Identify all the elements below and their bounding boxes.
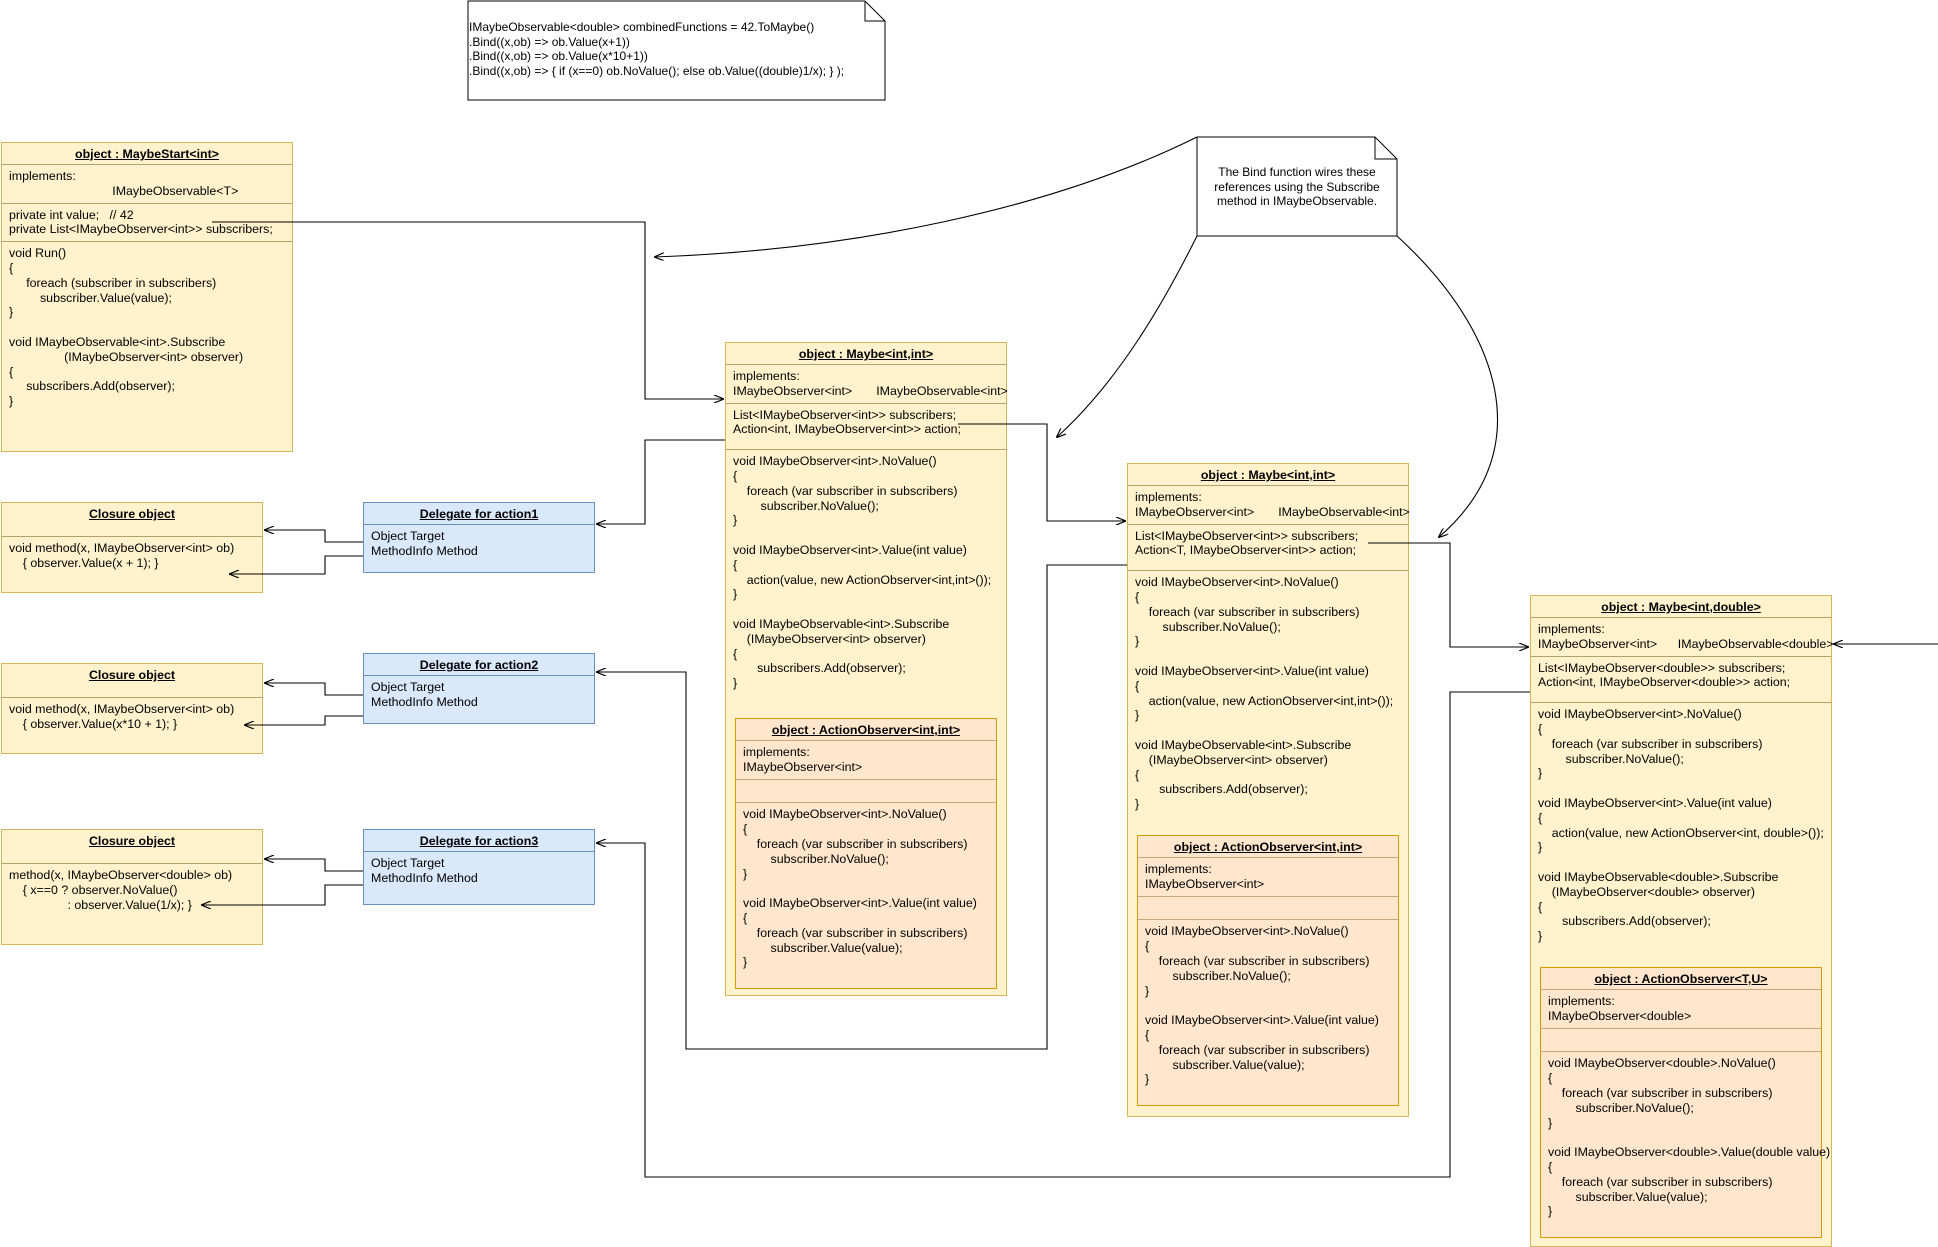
target-edge-delegate2	[265, 683, 363, 696]
maybe-3-methods: void IMaybeObserver<int>.NoValue() { for…	[1538, 707, 1824, 944]
closure-2-body: void method(x, IMaybeObserver<int> ob) {…	[9, 702, 235, 731]
separator	[1531, 655, 1831, 657]
maybe-2-title: object : Maybe<int,int>	[1200, 468, 1336, 482]
bind-note-shape	[1196, 136, 1398, 237]
subscriber-edge-maybe1-to-maybe2	[958, 423, 1125, 521]
action-observer-3-methods: void IMaybeObserver<double>.NoValue() { …	[1548, 1056, 1831, 1219]
separator	[736, 740, 996, 741]
maybe-int-double-object[interactable]: object : Maybe<int,double> implements: I…	[1530, 595, 1834, 1247]
action-observer-2-methods: void IMaybeObserver<int>.NoValue() { for…	[1145, 924, 1379, 1087]
delegate-action2[interactable]: Delegate for action2 Object Target Metho…	[363, 653, 595, 724]
subscriber-edge-maybe2-to-maybe3	[1368, 542, 1528, 647]
closure-3-title: Closure object	[88, 834, 176, 848]
separator	[364, 851, 594, 852]
bind-note-text: The Bind function wires these references…	[1214, 165, 1380, 209]
action-observer-2[interactable]: object : ActionObserver<int,int> impleme…	[1137, 835, 1399, 1106]
separator	[726, 449, 1006, 451]
closure-1-body: void method(x, IMaybeObserver<int> ob) {…	[9, 541, 235, 570]
closure-1-title: Closure object	[88, 507, 176, 521]
separator	[2, 164, 292, 165]
code-note-text: IMaybeObservable<double> combinedFunctio…	[469, 20, 845, 78]
maybe-int-int-object-2[interactable]: object : Maybe<int,int> implements: IMay…	[1127, 463, 1410, 1117]
separator	[364, 524, 594, 525]
separator	[1541, 1051, 1821, 1053]
separator	[1541, 989, 1821, 990]
action-observer-3-implements: implements: IMaybeObserver<double>	[1548, 994, 1692, 1023]
maybe-1-fields: List<IMaybeObserver<int>> subscribers; A…	[733, 407, 961, 437]
maybe-1-implements: implements: IMaybeObserver<int> IMaybeOb…	[733, 369, 1008, 398]
separator	[1138, 919, 1398, 921]
maybe-2-implements: implements: IMaybeObserver<int> IMaybeOb…	[1135, 490, 1410, 519]
maybe-2-fields: List<IMaybeObserver<int>> subscribers; A…	[1135, 528, 1359, 558]
note-curve-to-start	[655, 136, 1198, 257]
separator	[1531, 702, 1831, 704]
action-observer-1-implements: implements: IMaybeObserver<int>	[743, 745, 863, 774]
delegate-1-title: Delegate for action1	[419, 507, 539, 521]
separator	[1531, 617, 1831, 618]
separator	[1128, 570, 1408, 572]
separator	[2, 863, 262, 864]
note-curve-to-maybe2	[1396, 235, 1499, 537]
maybe-3-title: object : Maybe<int,double>	[1601, 600, 1761, 614]
delegate-3-title: Delegate for action3	[419, 834, 539, 848]
separator	[726, 364, 1006, 365]
separator	[2, 241, 292, 243]
closure-object-1[interactable]: Closure object void method(x, IMaybeObse…	[1, 502, 263, 593]
delegate-2-title: Delegate for action2	[419, 658, 539, 672]
separator	[1138, 895, 1398, 897]
delegate-action1[interactable]: Delegate for action1 Object Target Metho…	[363, 502, 595, 573]
maybe-2-methods: void IMaybeObserver<int>.NoValue() { for…	[1135, 575, 1394, 812]
method-edge-delegate3	[202, 884, 363, 905]
separator	[364, 675, 594, 676]
maybe-1-methods: void IMaybeObserver<int>.NoValue() { for…	[733, 454, 992, 691]
action-observer-2-implements: implements: IMaybeObserver<int>	[1145, 862, 1265, 891]
target-edge-delegate3	[265, 859, 363, 872]
maybe-start-object[interactable]: object : MaybeStart<int> implements: IMa…	[1, 142, 293, 452]
maybe-1-title: object : Maybe<int,int>	[798, 347, 934, 361]
maybe-3-fields: List<IMaybeObserver<double>> subscribers…	[1538, 660, 1791, 690]
separator	[736, 802, 996, 804]
separator	[2, 536, 262, 537]
target-edge-delegate1	[265, 530, 363, 543]
maybe-start-title: object : MaybeStart<int>	[75, 147, 219, 161]
action-edge-maybe3-delegate3	[597, 691, 1530, 1178]
action-observer-3[interactable]: object : ActionObserver<T,U> implements:…	[1540, 967, 1831, 1238]
separator	[1128, 485, 1408, 486]
delegate-3-body: Object Target MethodInfo Method	[371, 856, 478, 885]
delegate-2-body: Object Target MethodInfo Method	[371, 680, 478, 709]
separator	[1138, 857, 1398, 858]
action-edge-maybe1-delegate1	[597, 439, 725, 524]
separator	[2, 697, 262, 698]
closure-2-title: Closure object	[88, 668, 176, 682]
separator	[2, 202, 292, 204]
delegate-action3[interactable]: Delegate for action3 Object Target Metho…	[363, 829, 595, 905]
action-observer-1-title: object : ActionObserver<int,int>	[771, 723, 961, 737]
separator	[1128, 523, 1408, 525]
action-edge-maybe2-delegate2	[597, 564, 1127, 1050]
closure-object-2[interactable]: Closure object void method(x, IMaybeObse…	[1, 663, 263, 754]
code-note-shape	[467, 0, 886, 101]
method-edge-delegate2	[245, 715, 363, 725]
separator	[726, 402, 1006, 404]
method-edge-delegate1	[230, 555, 363, 574]
maybe-int-int-object-1[interactable]: object : Maybe<int,int> implements: IMay…	[725, 342, 1008, 996]
closure-3-body: method(x, IMaybeObserver<double> ob) { x…	[9, 868, 233, 912]
note-curve-to-maybe1	[1057, 235, 1198, 437]
delegate-1-body: Object Target MethodInfo Method	[371, 529, 478, 558]
maybe-3-implements: implements: IMaybeObserver<int> IMaybeOb…	[1538, 622, 1834, 651]
maybe-start-fields: private int value; // 42 private List<IM…	[9, 207, 273, 237]
action-observer-3-title: object : ActionObserver<T,U>	[1594, 972, 1768, 986]
action-observer-2-title: object : ActionObserver<int,int>	[1173, 840, 1363, 854]
closure-object-3[interactable]: Closure object method(x, IMaybeObserver<…	[1, 829, 263, 945]
action-observer-1-methods: void IMaybeObserver<int>.NoValue() { for…	[743, 807, 977, 970]
subscriber-edge-start-to-maybe1	[212, 221, 723, 399]
separator	[1541, 1027, 1821, 1029]
maybe-start-implements: implements: IMaybeObservable<T>	[9, 169, 239, 198]
maybe-start-methods: void Run() { foreach (subscriber in subs…	[9, 246, 244, 409]
action-observer-1[interactable]: object : ActionObserver<int,int> impleme…	[735, 718, 997, 989]
separator	[736, 778, 996, 780]
